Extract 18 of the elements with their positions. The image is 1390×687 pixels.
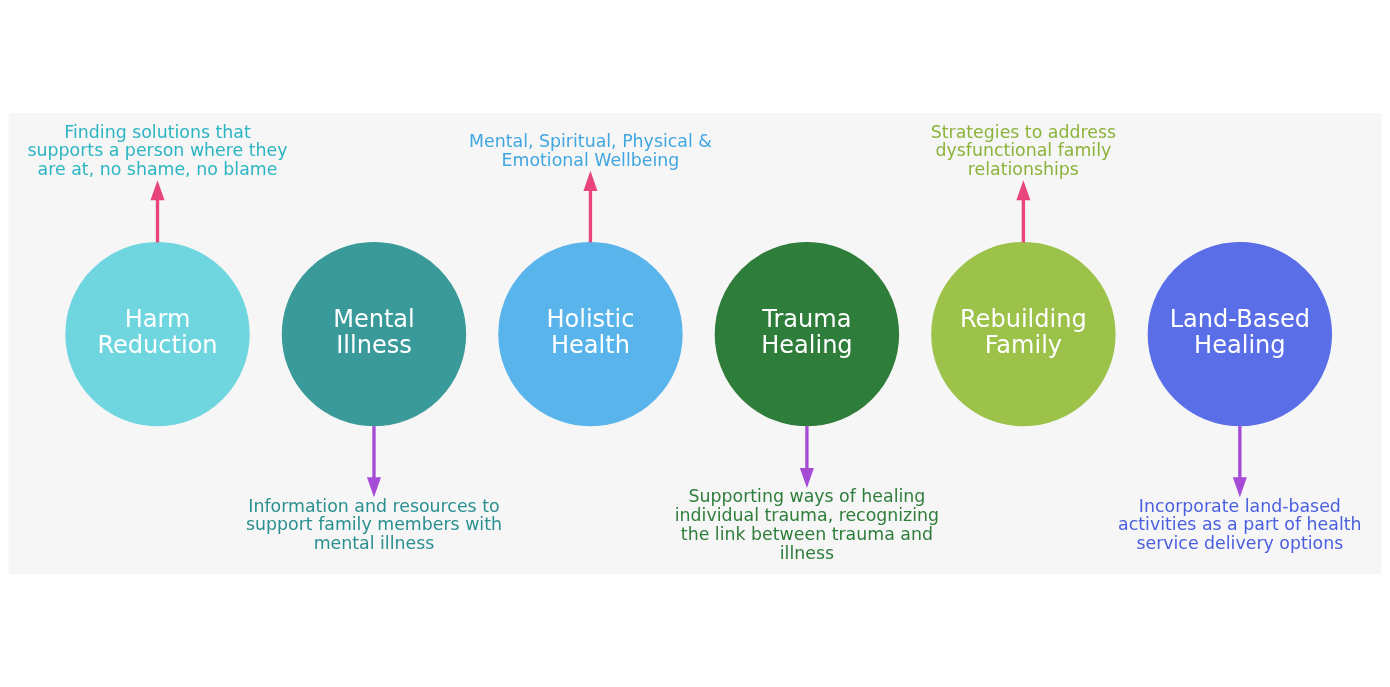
arrow [366, 426, 381, 498]
arrow [1232, 426, 1247, 498]
arrow [1016, 180, 1031, 243]
node-text: Information and resources to support family members with mental illness [245, 495, 502, 554]
arrow [799, 426, 814, 489]
node-text: Finding solutions that supports a person where they are at, no shame, no blame [27, 121, 288, 179]
node-circle: Holistic Health [498, 241, 683, 427]
node-circle: Land-Based Healing [1147, 241, 1333, 427]
arrow [150, 180, 165, 243]
node-text: Supporting ways of healing individual trauma, recognizing the link between trauma and illness [674, 486, 940, 563]
node-text: Mental, Spiritual, Physical & Emotional Wellbeing [469, 130, 712, 170]
node-circle: Trauma Healing [714, 241, 900, 427]
node-text: Strategies to address dysfunctional family relationships [930, 121, 1117, 179]
node-circle: Harm Reduction [65, 241, 250, 427]
arrow [583, 170, 598, 243]
node-circle: Rebuilding Family [931, 241, 1116, 427]
node-text: Incorporate land-based activities as a part of health service delivery options [1118, 495, 1362, 554]
node-circle: Mental Illness [281, 241, 467, 427]
